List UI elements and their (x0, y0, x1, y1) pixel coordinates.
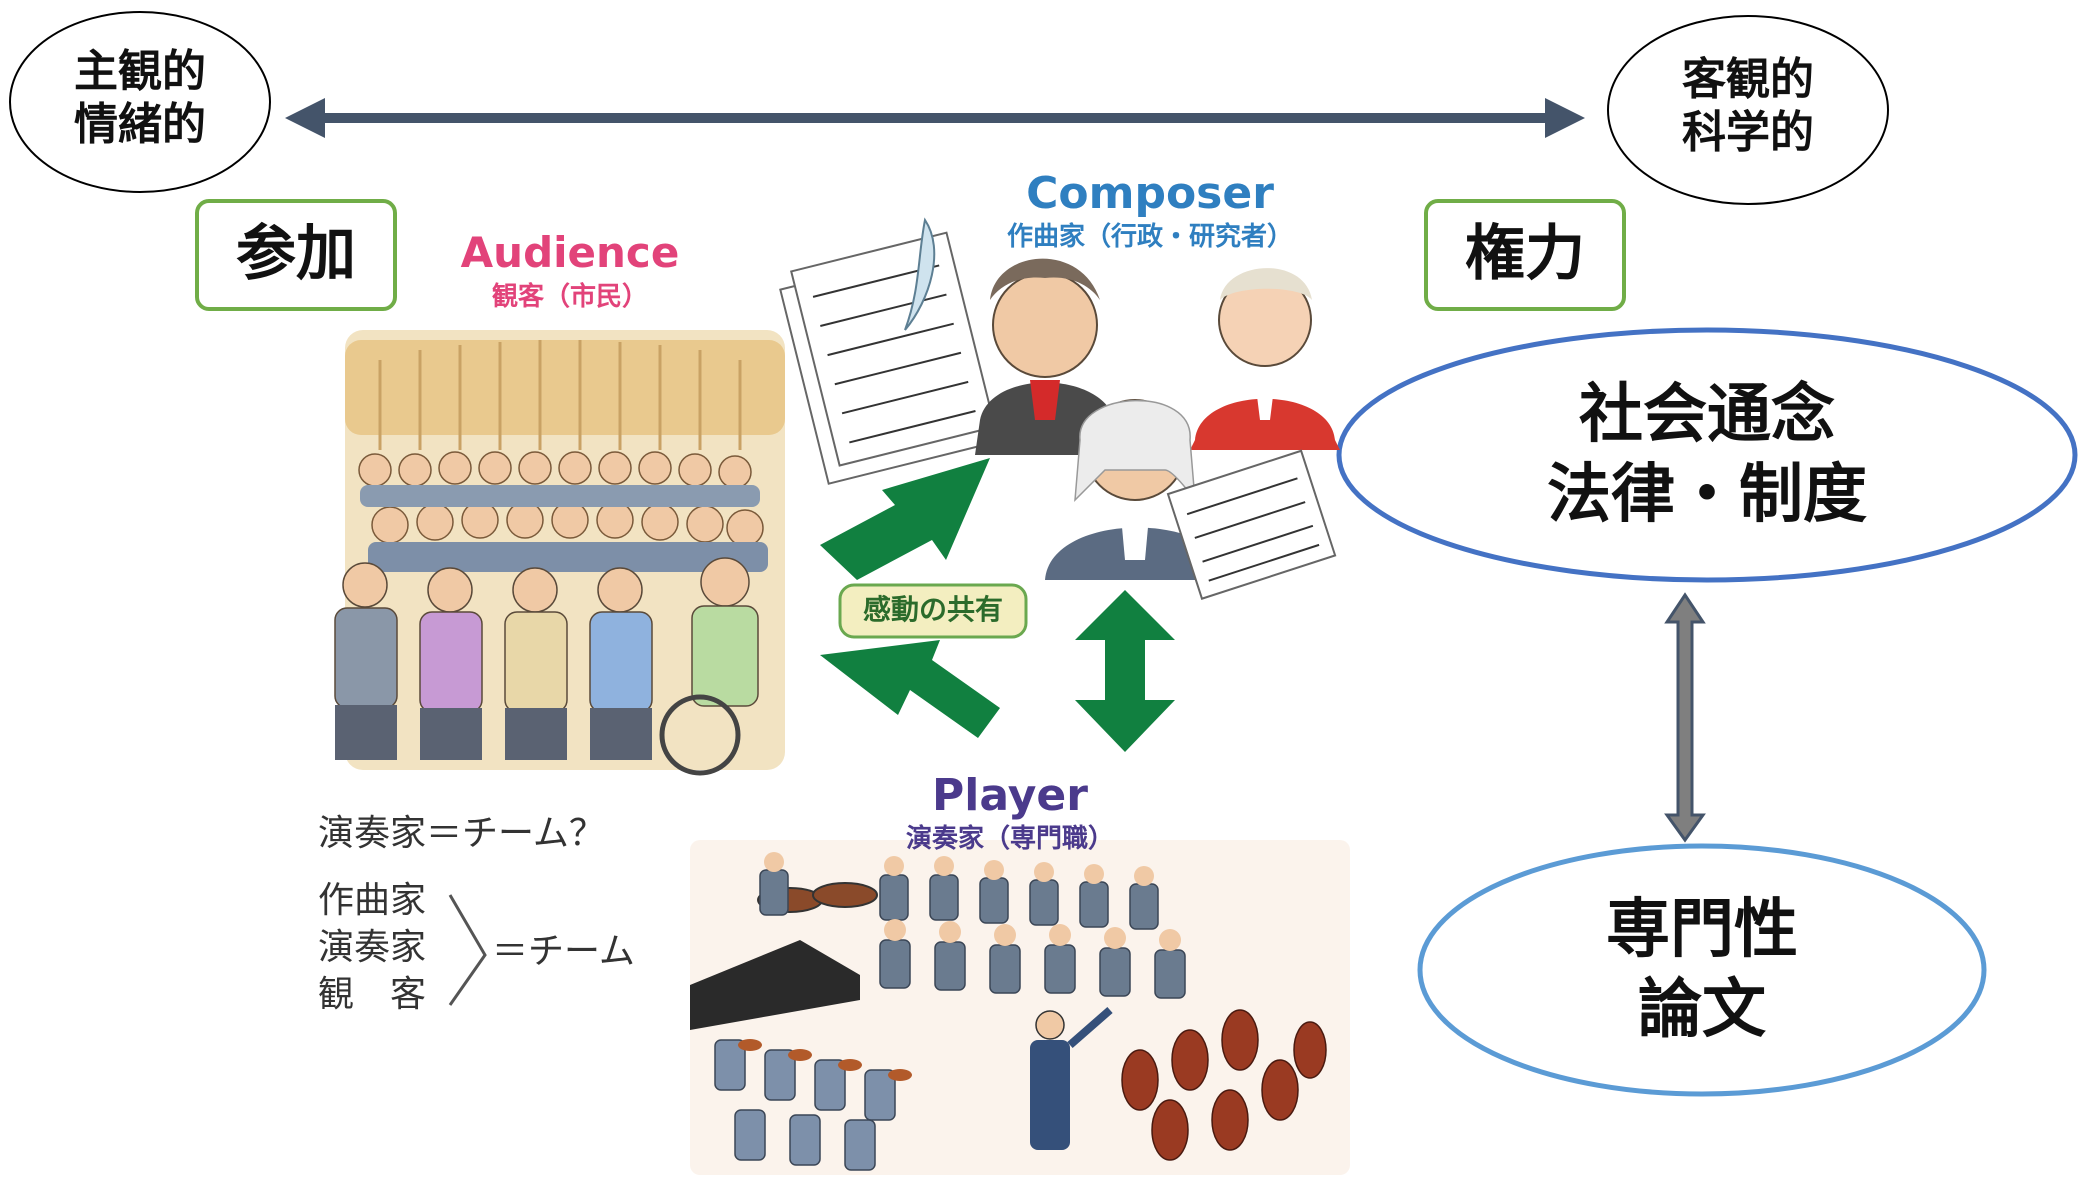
green-arrows (820, 458, 1175, 752)
objective-label: 客観的 科学的 (1648, 54, 1848, 160)
expertise-ellipse (1417, 843, 1987, 1097)
composer-illustration (779, 217, 1340, 600)
player-to-audience-arrow (820, 640, 1000, 738)
notes-list: 作曲家 演奏家 観 客 (318, 878, 458, 1018)
player-subtitle: 演奏家（専門職） (905, 824, 1114, 854)
social-norms-text: 社会通念 法律・制度 (1440, 375, 1974, 535)
power-label: 権力 (1465, 219, 1585, 289)
team-question: 演奏家＝チーム？ (318, 813, 605, 854)
audience-illustration (334, 330, 785, 776)
vertical-double-arrow (1664, 592, 1706, 843)
subjective-line2: 情緒的 (74, 98, 206, 150)
participation-box (195, 199, 397, 311)
shared-emotion-badge (838, 583, 1028, 639)
objective-ellipse (1607, 15, 1889, 205)
player-illustration (690, 840, 1350, 1175)
subjective-label: 主観的 情緒的 (40, 46, 240, 152)
participation-label: 参加 (236, 219, 356, 289)
social-norms-ellipse (1336, 327, 2078, 583)
notes-item-audience: 観 客 (318, 973, 427, 1015)
audience-title: Audience (460, 228, 680, 277)
subjective-ellipse (9, 11, 271, 193)
social-norms-line2: 法律・制度 (1547, 458, 1867, 532)
notes-item-player: 演奏家 (318, 926, 427, 968)
objective-line2: 科学的 (1682, 106, 1814, 158)
expertise-line2: 論文 (1638, 973, 1766, 1047)
objective-line1: 客観的 (1682, 54, 1814, 105)
composer-subtitle: 作曲家（行政・研究者） (1006, 222, 1293, 252)
expertise-text: 専門性 論文 (1480, 890, 1924, 1050)
power-box (1424, 199, 1626, 311)
audience-subtitle: 観客（市民） (491, 282, 648, 312)
shared-emotion-text: 感動の共有 (862, 593, 1003, 626)
composer-to-audience-arrow (820, 458, 990, 580)
team-equals: ＝チーム (492, 931, 635, 972)
composer-player-arrow (1075, 590, 1175, 752)
notes-brace (448, 894, 487, 1006)
player-title: Player (932, 770, 1088, 821)
composer-title: Composer (1026, 168, 1274, 219)
subjective-line1: 主観的 (74, 46, 206, 97)
notes-item-composer: 作曲家 (318, 880, 427, 921)
expertise-line1: 専門性 (1606, 893, 1798, 967)
social-norms-line1: 社会通念 (1579, 378, 1835, 452)
